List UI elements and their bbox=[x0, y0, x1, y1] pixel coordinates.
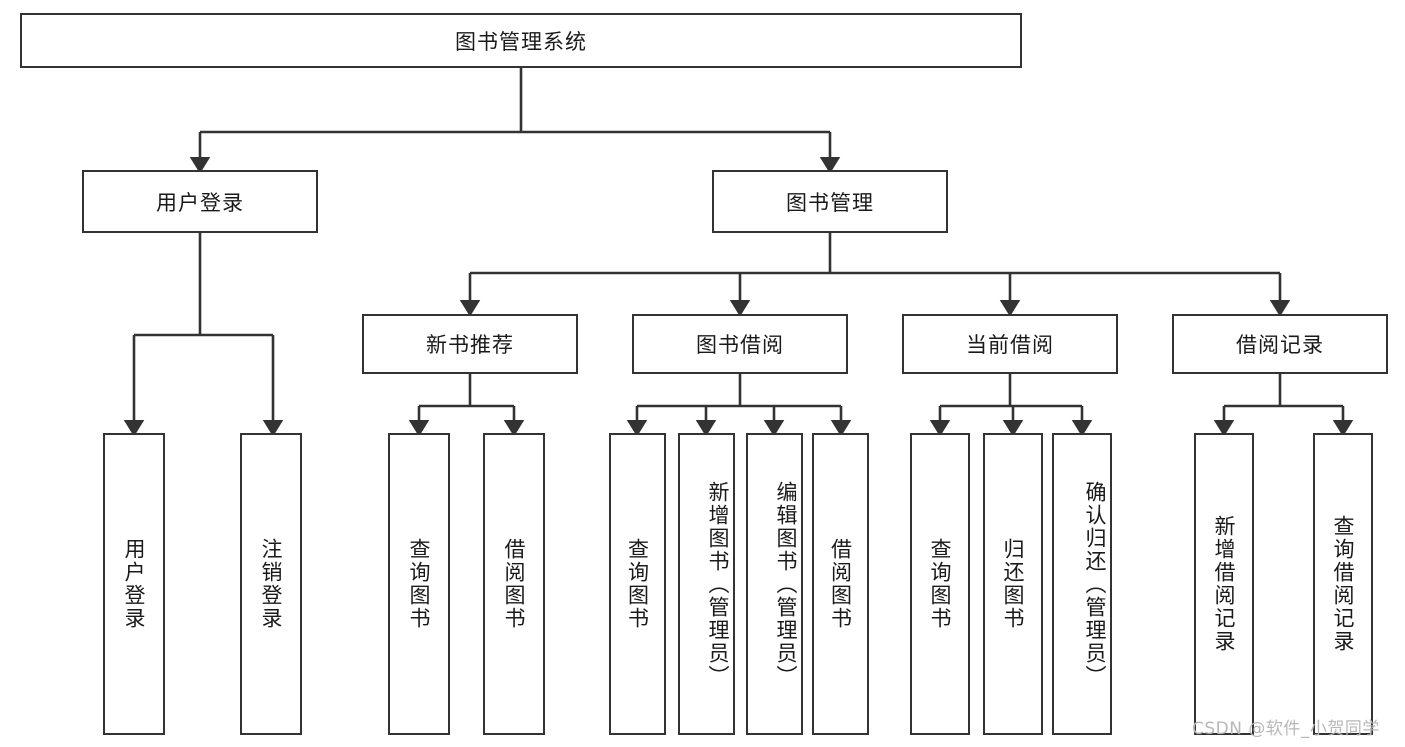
leaf-node-borrow-books-recommend[interactable]: 借阅图书 bbox=[483, 433, 545, 735]
node-book-management-module[interactable]: 图书管理 bbox=[712, 170, 948, 233]
node-user-login-module[interactable]: 用户登录 bbox=[82, 170, 318, 233]
leaf-node-query-books-borrow[interactable]: 查询图书 bbox=[609, 433, 666, 735]
leaf-node-query-books-recommend[interactable]: 查询图书 bbox=[388, 433, 450, 735]
node-book-borrow[interactable]: 图书借阅 bbox=[632, 314, 848, 374]
node-current-borrow[interactable]: 当前借阅 bbox=[902, 314, 1118, 374]
leaf-node-borrow-books[interactable]: 借阅图书 bbox=[812, 433, 869, 735]
leaf-node-add-borrow-record[interactable]: 新增借阅记录 bbox=[1194, 433, 1254, 735]
leaf-node-logout[interactable]: 注销登录 bbox=[240, 433, 302, 735]
csdn-watermark: CSDN @软件_小贺同学 bbox=[1192, 719, 1380, 739]
leaf-node-query-borrow-record[interactable]: 查询借阅记录 bbox=[1313, 433, 1373, 735]
leaf-node-confirm-return-admin[interactable]: 确认归还（管理员） bbox=[1052, 433, 1112, 735]
leaf-node-add-book-admin[interactable]: 新增图书（管理员） bbox=[678, 433, 735, 735]
leaf-node-return-books[interactable]: 归还图书 bbox=[983, 433, 1043, 735]
node-root[interactable]: 图书管理系统 bbox=[20, 13, 1022, 68]
leaf-node-edit-book-admin[interactable]: 编辑图书（管理员） bbox=[746, 433, 803, 735]
leaf-node-query-books-current[interactable]: 查询图书 bbox=[910, 433, 970, 735]
node-borrow-records[interactable]: 借阅记录 bbox=[1172, 314, 1388, 374]
leaf-node-user-login[interactable]: 用户登录 bbox=[103, 433, 165, 735]
node-new-book-recommendation[interactable]: 新书推荐 bbox=[362, 314, 578, 374]
